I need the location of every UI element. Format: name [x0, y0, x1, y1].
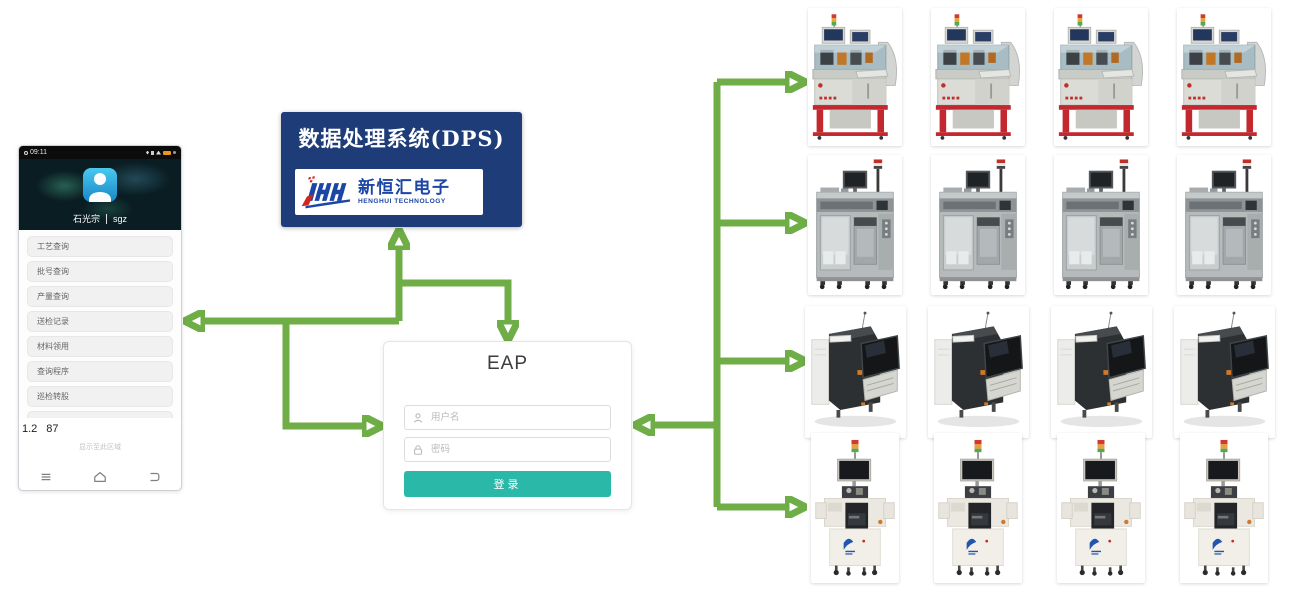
test-handler-machine-photo-3	[1054, 155, 1148, 295]
smt-mounter-machine-photo-2	[928, 306, 1029, 438]
bonder-machine-icon	[1057, 11, 1145, 143]
bonder-machine-icon	[811, 11, 899, 143]
handler-machine-icon	[1057, 158, 1145, 292]
phone-menu-item[interactable]: 送检记录	[27, 311, 173, 332]
tester-machine-icon	[937, 436, 1019, 580]
user-name: 石光宗	[72, 214, 100, 224]
smt-mounter-machine-photo-3	[1051, 306, 1152, 438]
test-handler-machine-photo-1	[808, 155, 902, 295]
home-icon[interactable]	[93, 470, 107, 484]
phone-menu-item[interactable]: 批号查询	[27, 261, 173, 282]
mounter-machine-icon	[808, 309, 903, 435]
tester-machine-icon	[1060, 436, 1142, 580]
avatar[interactable]	[83, 168, 117, 202]
phone-nav-bar	[19, 466, 181, 488]
bonder-machine-icon	[934, 11, 1022, 143]
password-input[interactable]	[405, 438, 610, 461]
username-input[interactable]	[405, 406, 610, 429]
user-name-row: 石光宗 sgz	[19, 212, 181, 225]
login-button[interactable]: 登录	[404, 471, 611, 497]
clock-icon	[24, 150, 28, 155]
phone-menu-item-partial	[27, 411, 173, 418]
mounter-machine-icon	[1054, 309, 1149, 435]
back-icon[interactable]	[147, 470, 161, 484]
dps-title: 数据处理系统(DPS)	[298, 126, 505, 151]
status-time: 09:11	[30, 149, 47, 156]
user-icon	[413, 413, 423, 423]
battery-icon	[163, 150, 171, 155]
white-tester-machine-photo-1	[811, 433, 899, 583]
wire-bonder-machine-photo-1	[808, 8, 902, 146]
menu-icon[interactable]	[39, 470, 53, 484]
dps-banner: 数据处理系统(DPS)	[281, 112, 522, 227]
scroll-hint: 显示至此区域	[79, 444, 121, 451]
logo-en-text: HENGHUI TECHNOLOGY	[358, 197, 446, 205]
profile-header: 石光宗 sgz	[19, 159, 181, 230]
henghui-logo-mark-icon	[301, 176, 351, 209]
eap-login-card: EAP 登录	[383, 341, 632, 510]
wire-bonder-machine-photo-3	[1054, 8, 1148, 146]
username-field-wrap	[404, 405, 611, 430]
phone-menu-item[interactable]: 巡检转股	[27, 386, 173, 407]
password-field-wrap	[404, 437, 611, 462]
wire-bonder-machine-photo-4	[1177, 8, 1271, 146]
wifi-icon	[156, 150, 161, 155]
phone-menu-item[interactable]: 产量查询	[27, 286, 173, 307]
white-tester-machine-photo-2	[934, 433, 1022, 583]
user-id: sgz	[113, 213, 128, 224]
wire-bonder-machine-photo-2	[931, 8, 1025, 146]
phone-menu-item[interactable]: 材料领用	[27, 336, 173, 357]
handler-machine-icon	[934, 158, 1022, 292]
white-tester-machine-photo-3	[1057, 433, 1145, 583]
phone-menu-item[interactable]: 工艺查询	[27, 236, 173, 257]
smt-mounter-machine-photo-4	[1174, 306, 1275, 438]
mounter-machine-icon	[931, 309, 1026, 435]
logo-cn-text: 新恒汇电子	[358, 177, 451, 197]
name-divider	[106, 213, 107, 224]
white-tester-machine-photo-4	[1180, 433, 1268, 583]
arrow-down-to-eap-left	[282, 321, 364, 426]
battery-cap-icon	[173, 151, 176, 154]
company-logo: 新恒汇电子 HENGHUI TECHNOLOGY	[295, 169, 483, 215]
phone-status-bar: 09:11	[19, 146, 181, 159]
handler-machine-icon	[1180, 158, 1268, 292]
bluetooth-icon	[151, 150, 154, 155]
smt-mounter-machine-photo-1	[805, 306, 906, 438]
tester-machine-icon	[814, 436, 896, 580]
eap-title: EAP	[486, 353, 529, 374]
handler-machine-icon	[811, 158, 899, 292]
test-handler-machine-photo-2	[931, 155, 1025, 295]
bonder-machine-icon	[1180, 11, 1268, 143]
lock-icon	[414, 445, 422, 455]
test-handler-machine-photo-4	[1177, 155, 1271, 295]
version-number: 1.2	[22, 423, 38, 435]
mobile-app-panel: 09:11 石光宗 sgz 工艺查询批号查询产量查询送检记录材料领用查询程序巡检…	[18, 145, 182, 491]
phone-menu-item[interactable]: 查询程序	[27, 361, 173, 382]
version-footnote: 1.2 87	[22, 423, 181, 435]
mounter-machine-icon	[1177, 309, 1272, 435]
tester-machine-icon	[1183, 436, 1265, 580]
nfc-icon	[146, 150, 149, 155]
phone-menu: 工艺查询批号查询产量查询送检记录材料领用查询程序巡检转股	[19, 230, 181, 418]
build-number: 87	[46, 423, 59, 435]
arrow-dps-to-eap	[399, 279, 508, 322]
